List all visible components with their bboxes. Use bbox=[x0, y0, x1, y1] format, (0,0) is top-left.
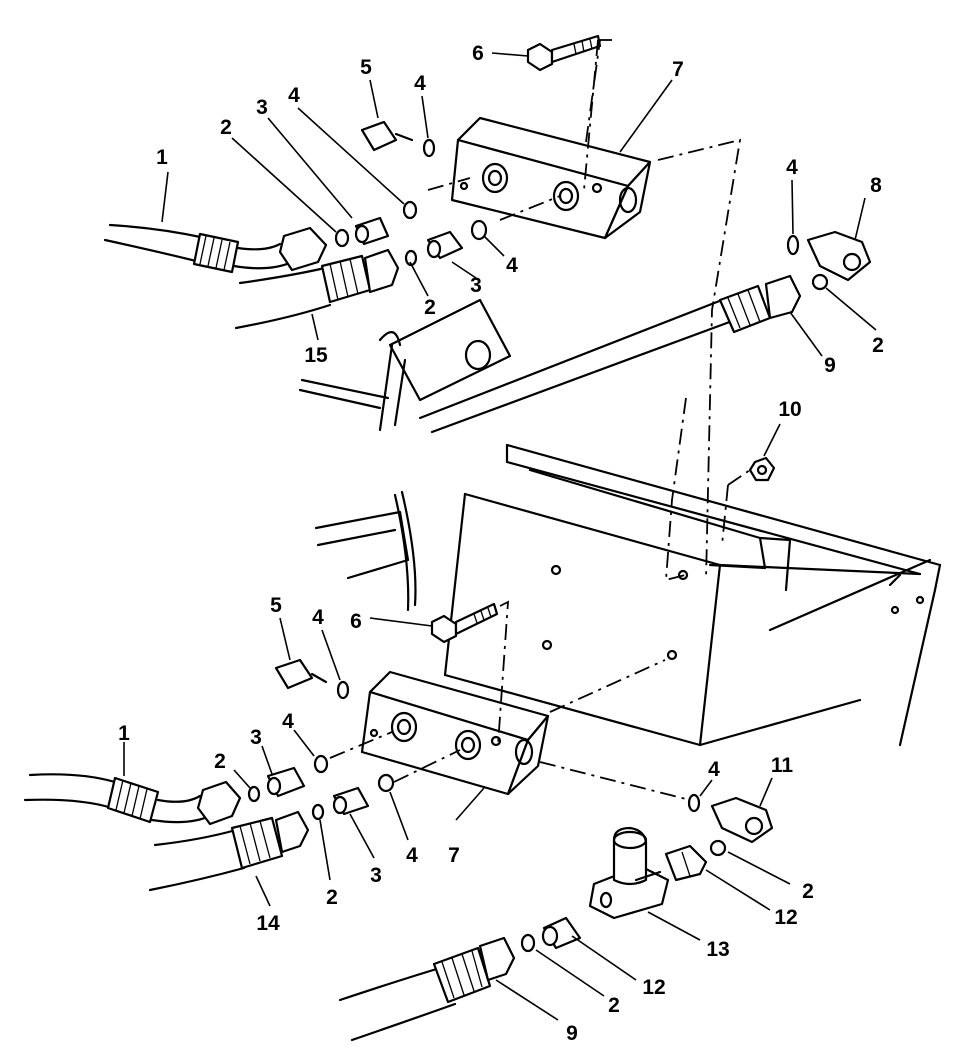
callout-5-upper: 5 bbox=[360, 56, 372, 79]
callout-2-lower-left: 2 bbox=[214, 750, 226, 773]
hose-9-upper bbox=[418, 274, 802, 434]
callout-3-upper-mid: 3 bbox=[470, 274, 482, 297]
callout-5-lower: 5 bbox=[270, 594, 282, 617]
plug-5-lower bbox=[274, 658, 314, 690]
elbow-8 bbox=[806, 230, 872, 282]
callout-3-lower-mid: 3 bbox=[370, 864, 382, 887]
callout-4-lower-right: 4 bbox=[708, 758, 720, 781]
manifold-block-7-lower bbox=[360, 670, 550, 796]
callout-13: 13 bbox=[706, 938, 729, 961]
o-ring-2-upper-right bbox=[811, 273, 829, 291]
hose-1-lower bbox=[23, 773, 242, 826]
hose-14 bbox=[148, 810, 310, 892]
callout-7-lower: 7 bbox=[448, 844, 460, 867]
callout-2-lower-bottom: 2 bbox=[608, 994, 620, 1017]
bolt-6-upper bbox=[526, 34, 602, 72]
callout-2-upper-right: 2 bbox=[872, 334, 884, 357]
callout-15: 15 bbox=[304, 344, 328, 367]
o-ring-4-upper-top bbox=[422, 138, 436, 158]
callout-4-upper-right: 4 bbox=[786, 156, 798, 179]
callout-14: 14 bbox=[256, 912, 280, 935]
upper-fittings bbox=[334, 120, 488, 267]
lower-right-fittings bbox=[664, 793, 774, 882]
callout-4-upper-left: 4 bbox=[288, 84, 300, 107]
o-ring-4-upper-left bbox=[402, 200, 418, 220]
hose-9-lower bbox=[338, 916, 582, 1042]
elbow-11 bbox=[710, 796, 774, 844]
callout-1-lower: 1 bbox=[118, 722, 130, 745]
plug-5-upper bbox=[360, 120, 398, 152]
callout-7-upper: 7 bbox=[672, 58, 684, 81]
o-ring-4-lower-left bbox=[313, 754, 329, 774]
hose-1-upper bbox=[103, 223, 328, 274]
o-ring-2-lower-left bbox=[247, 785, 261, 803]
callout-9-lower: 9 bbox=[566, 1022, 578, 1045]
callout-9-upper: 9 bbox=[824, 354, 836, 377]
callout-12-right: 12 bbox=[774, 906, 797, 929]
callout-4-upper-mid: 4 bbox=[506, 254, 518, 277]
o-ring-2-lower-right bbox=[709, 839, 727, 857]
o-ring-4-upper-right bbox=[786, 234, 800, 256]
upper-right-fittings bbox=[786, 230, 872, 291]
o-ring-2-lower-mid bbox=[311, 803, 325, 821]
callout-12-lower: 12 bbox=[642, 976, 665, 999]
callout-4-lower-left: 4 bbox=[282, 710, 294, 733]
callout-4-lower-top: 4 bbox=[312, 606, 324, 629]
callout-10: 10 bbox=[778, 398, 801, 421]
upper-frame bbox=[298, 298, 512, 432]
o-ring-4-lower-top bbox=[336, 680, 350, 700]
alignment-centerlines bbox=[329, 39, 751, 801]
hose-15 bbox=[234, 248, 400, 330]
mounting-structure bbox=[314, 443, 942, 747]
callout-numbers: 1 2 3 4 5 4 6 7 4 8 2 9 2 3 4 15 10 5 4 … bbox=[118, 42, 884, 1045]
o-ring-2-upper-left bbox=[334, 228, 350, 248]
bolt-6-lower bbox=[430, 602, 499, 644]
o-ring-4-lower-right bbox=[687, 793, 701, 813]
callout-1-upper: 1 bbox=[156, 146, 168, 169]
callout-4-lower-mid: 4 bbox=[406, 844, 418, 867]
callout-4-upper-top: 4 bbox=[414, 72, 426, 95]
o-ring-4-lower-mid bbox=[377, 773, 395, 793]
callout-2-upper-mid: 2 bbox=[424, 296, 436, 319]
callout-6-lower: 6 bbox=[350, 610, 362, 633]
o-ring-4-upper-mid bbox=[470, 219, 488, 241]
tee-fitting-13 bbox=[588, 826, 670, 920]
callout-3-upper-left: 3 bbox=[256, 96, 268, 119]
lower-fittings bbox=[247, 658, 395, 821]
manifold-block-7-upper bbox=[450, 116, 652, 240]
callout-6-upper: 6 bbox=[472, 42, 484, 65]
nut-10 bbox=[748, 456, 776, 482]
callout-2-upper-left: 2 bbox=[220, 116, 232, 139]
callout-11: 11 bbox=[771, 754, 794, 777]
leader-lines bbox=[123, 52, 877, 1021]
callout-8: 8 bbox=[870, 174, 882, 197]
o-ring-2-lower-bottom bbox=[520, 933, 536, 953]
callout-2-lower-mid: 2 bbox=[326, 886, 338, 909]
callout-3-lower-left: 3 bbox=[250, 726, 262, 749]
callout-2-lower-right: 2 bbox=[802, 880, 814, 903]
